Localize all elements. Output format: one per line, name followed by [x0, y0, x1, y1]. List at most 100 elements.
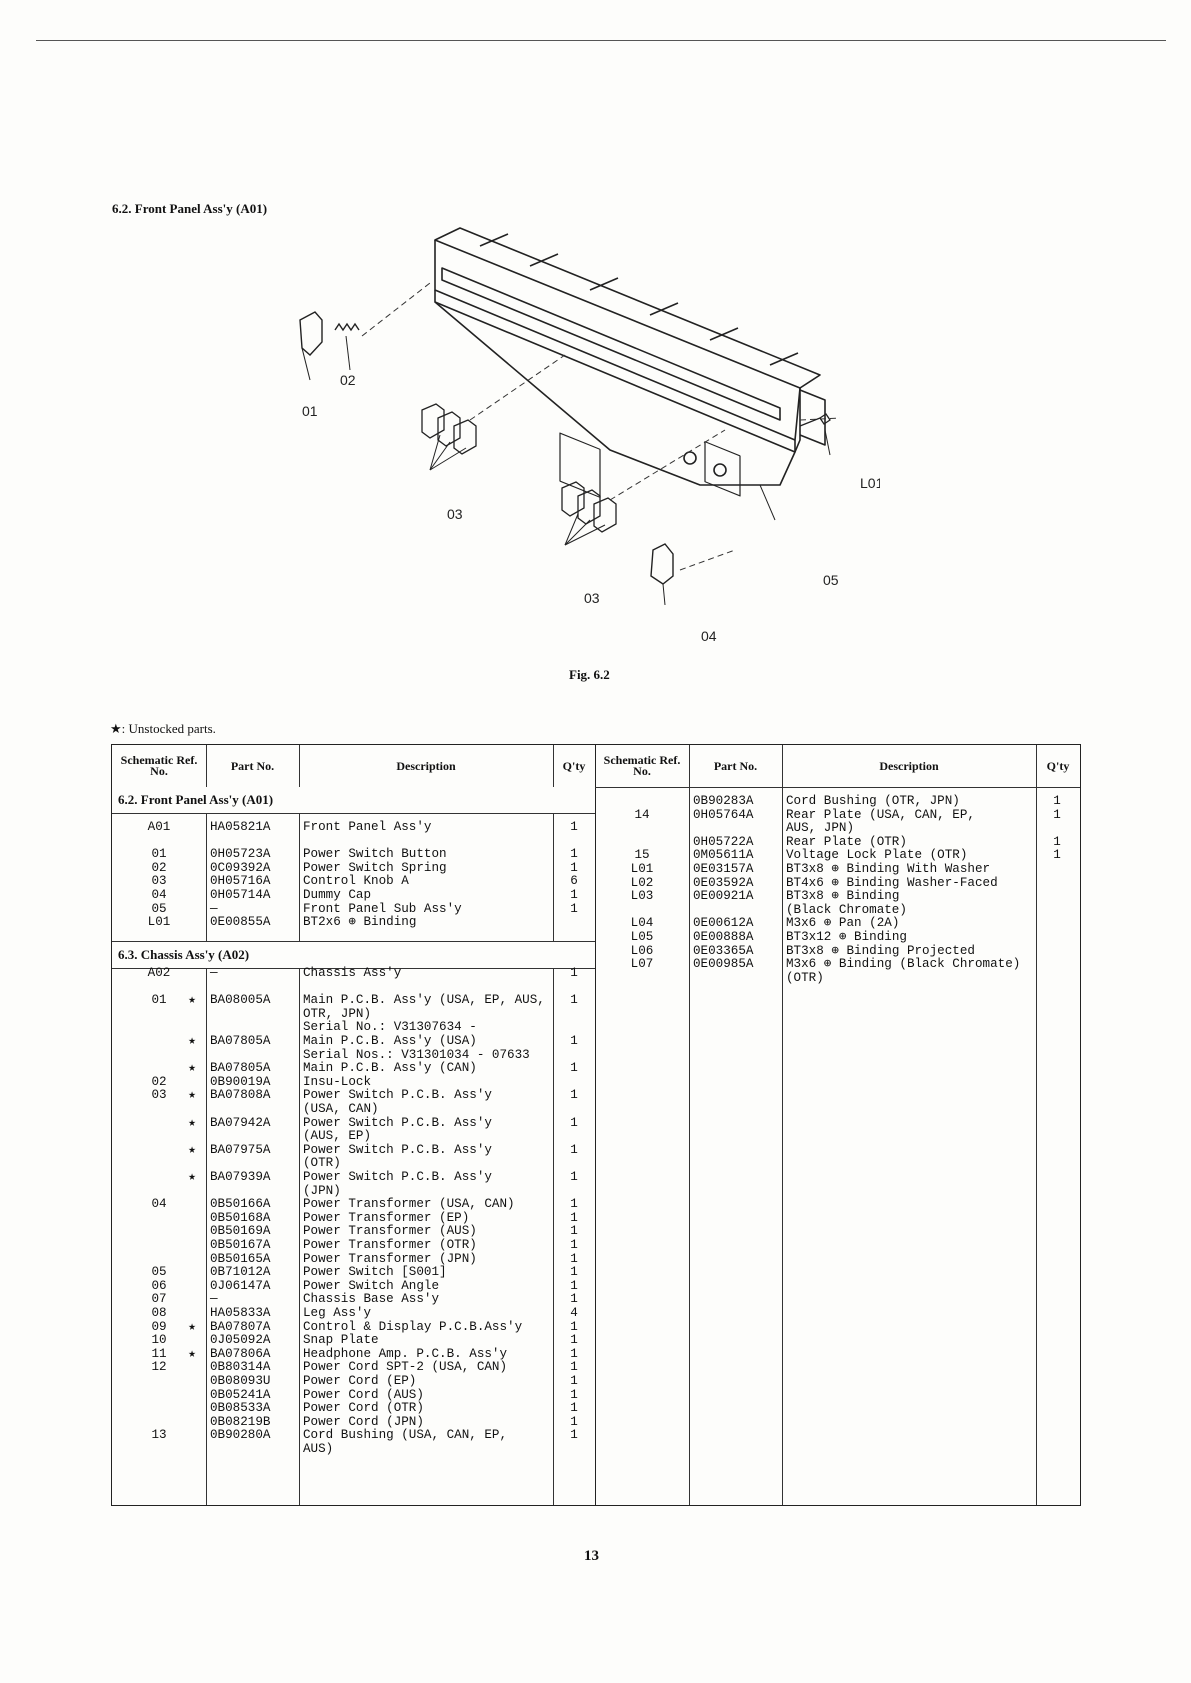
callout-05: 05: [823, 572, 839, 588]
cell-desc: M3x6 ⊕ Pan (2A): [786, 916, 900, 931]
cell-part: 0H05723A: [210, 847, 271, 862]
parts-list-table: Schematic Ref. No. Part No. Description …: [111, 744, 1081, 1506]
table-header-left: Schematic Ref. No. Part No. Description …: [112, 745, 595, 788]
cell-part: 0B50168A: [210, 1210, 271, 1225]
unstocked-legend: ★: Unstocked parts.: [110, 721, 216, 736]
cell-qty: 1: [570, 1170, 578, 1184]
cell-ref: 01: [151, 847, 167, 862]
cell-ref: 13: [151, 1428, 167, 1443]
cell-desc: BT2x6 ⊕ Binding: [303, 915, 417, 930]
cell-ref: 12: [151, 1360, 167, 1375]
cell-qty: 1: [1053, 807, 1061, 822]
cell-desc: Power Switch P.C.B. Ass'y: [303, 1115, 492, 1130]
cell-ref: 14: [634, 807, 650, 822]
front-panel-exploded-diagram: 01 02 03 03 04 05 L01: [299, 227, 880, 644]
cell-part: 0H05716A: [210, 874, 271, 889]
cell-qty: 1: [570, 966, 578, 980]
cell-qty: 1: [570, 1142, 578, 1157]
cell-part: 0B90019A: [210, 1074, 271, 1089]
table-header-right: Schematic Ref. No. Part No. Description …: [595, 745, 1080, 788]
cell-part: 0B50166A: [210, 1197, 271, 1212]
cell-desc: BT3x8 ⊕ Binding: [786, 889, 900, 904]
cell-ref: 15: [634, 848, 650, 863]
cell-qty: 1: [570, 1428, 578, 1443]
cell-desc: Power Transformer (OTR): [303, 1238, 477, 1252]
parts-table-right: Schematic Ref. No. Part No. Description …: [595, 745, 1080, 1505]
cell-part: 0E03592A: [693, 875, 754, 890]
cell-part: 0B80314A: [210, 1360, 271, 1375]
cell-qty: 1: [570, 1278, 578, 1293]
cell-part: 0B08219B: [210, 1414, 271, 1429]
cell-desc: Main P.C.B. Ass'y (CAN): [303, 1061, 477, 1076]
cell-part: 0B90280A: [210, 1428, 271, 1443]
cell-desc: M3x6 ⊕ Binding (Black Chromate): [786, 957, 1021, 972]
cell-star: ★: [188, 1142, 196, 1157]
cell-part: HA05833A: [210, 1306, 271, 1320]
cell-desc: BT4x6 ⊕ Binding Washer-Faced: [786, 875, 998, 890]
control-knobs-group-2: [561, 481, 617, 533]
cell-qty: 1: [570, 847, 578, 862]
cell-part: 0E00855A: [210, 915, 271, 930]
cell-desc: Power Switch Spring: [303, 860, 447, 875]
cell-part: 0M05611A: [693, 848, 754, 863]
cell-part: 0B90283A: [693, 794, 754, 808]
cell-desc: (USA, CAN): [303, 1102, 379, 1116]
cell-ref: L03: [630, 889, 654, 904]
cell-qty: 1: [570, 1360, 578, 1375]
cell-ref: L01: [147, 915, 171, 930]
cell-qty: 1: [570, 1319, 578, 1334]
cell-qty: 1: [570, 820, 578, 834]
cell-desc: BT3x8 ⊕ Binding With Washer: [786, 862, 991, 876]
cell-desc: Headphone Amp. P.C.B. Ass'y: [303, 1346, 508, 1361]
cell-ref: 06: [151, 1278, 167, 1293]
cell-qty: 4: [570, 1306, 578, 1320]
callout-03-a: 03: [447, 506, 463, 522]
cell-desc: AUS): [303, 1442, 334, 1456]
cell-qty: 1: [1053, 794, 1061, 808]
cell-ref: 10: [151, 1333, 167, 1348]
cell-qty: 1: [570, 1224, 578, 1239]
callout-04: 04: [701, 628, 717, 644]
cell-ref: L05: [630, 930, 654, 944]
screw-l01-part: [799, 413, 831, 427]
cell-part: —: [210, 901, 218, 916]
cell-desc: BT3x8 ⊕ Binding Projected: [786, 943, 975, 958]
cell-qty: 1: [570, 888, 578, 902]
cell-part: BA07942A: [210, 1115, 271, 1130]
cell-part: 0E00921A: [693, 889, 754, 904]
cell-ref: L02: [630, 875, 654, 890]
cell-star: ★: [188, 1319, 196, 1334]
cell-desc: Insu-Lock: [303, 1074, 372, 1089]
cell-ref: 11: [151, 1346, 167, 1361]
cell-desc: Power Transformer (AUS): [303, 1224, 477, 1239]
cell-desc: Dummy Cap: [303, 888, 372, 902]
cell-desc: Power Switch Button: [303, 847, 447, 862]
cell-desc: Control Knob A: [303, 874, 409, 889]
cell-part: —: [210, 966, 218, 980]
cell-ref: L06: [630, 943, 654, 958]
header-part-right: Part No.: [713, 758, 758, 773]
cell-desc: Main P.C.B. Ass'y (USA, EP, AUS,: [303, 993, 545, 1008]
cell-desc: Power Transformer (EP): [303, 1210, 470, 1225]
cell-desc: Cord Bushing (OTR, JPN): [786, 794, 960, 808]
power-switch-spring-part: [334, 322, 360, 332]
cell-desc: (OTR): [303, 1156, 341, 1171]
cell-desc: Power Transformer (USA, CAN): [303, 1197, 515, 1212]
cell-desc: OTR, JPN): [303, 1006, 372, 1021]
cell-part: 0H05714A: [210, 888, 271, 902]
cell-desc: Power Switch P.C.B. Ass'y: [303, 1142, 492, 1157]
cell-qty: 1: [570, 1210, 578, 1225]
header-ref: Schematic Ref. No.: [120, 753, 198, 778]
cell-desc: AUS, JPN): [786, 821, 855, 836]
cell-ref: 01: [151, 993, 167, 1008]
cell-desc: Leg Ass'y: [303, 1306, 372, 1320]
section-front-panel: 6.2. Front Panel Ass'y (A01): [112, 787, 595, 814]
cell-part: BA07805A: [210, 1034, 271, 1048]
cell-star: ★: [188, 1088, 196, 1103]
cell-desc: Serial Nos.: V31301034 - 07633: [303, 1047, 530, 1062]
header-qty: Q'ty: [562, 758, 586, 773]
cell-ref: 03: [151, 1088, 167, 1103]
cell-qty: 1: [570, 1265, 578, 1280]
callout-l01: L01: [860, 475, 880, 491]
cell-part: 0H05722A: [693, 834, 754, 849]
